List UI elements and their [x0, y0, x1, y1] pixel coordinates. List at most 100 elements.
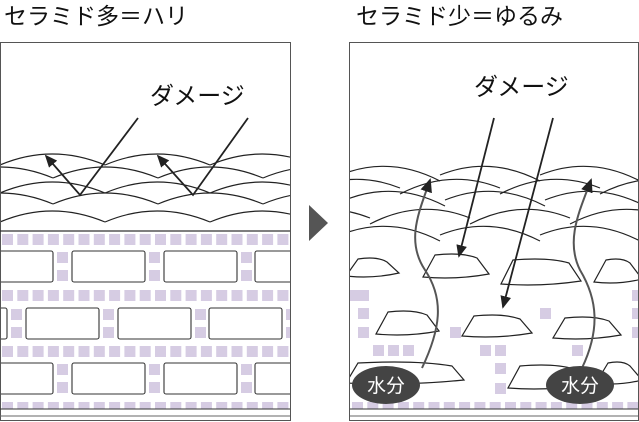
cell [208, 307, 283, 340]
ceramide-square [78, 290, 90, 301]
ceramide-square [124, 290, 136, 301]
ceramide-square [612, 402, 624, 409]
ceramide-square [246, 234, 258, 245]
ceramide-square [216, 402, 228, 409]
scale-arc [439, 165, 541, 182]
cell [1, 307, 8, 340]
ceramide-square [200, 402, 212, 409]
ceramide-square [139, 402, 151, 409]
ceramide-square [155, 234, 166, 245]
ceramide-square [109, 346, 121, 357]
ceramide-square [32, 346, 44, 357]
ceramide-square [155, 402, 166, 409]
ceramide-square [57, 270, 68, 281]
ceramide-square [286, 327, 290, 338]
ceramide-square [47, 402, 59, 409]
ceramide-square [474, 402, 486, 409]
ceramide-square [231, 234, 243, 245]
scale-arc [262, 168, 290, 179]
scale-arc [350, 178, 401, 189]
ceramide-square [403, 345, 414, 356]
ceramide-square [63, 234, 75, 245]
scale-arc [104, 210, 211, 223]
ceramide-square [149, 252, 160, 263]
ceramide-square [581, 402, 593, 409]
ceramide-square [632, 308, 638, 319]
ceramide-square [382, 402, 394, 409]
damage-label-left: ダメージ [150, 82, 245, 110]
ceramide-square [170, 290, 182, 301]
ceramide-square [241, 270, 252, 281]
moisture-escape-lines [414, 178, 596, 369]
ceramide-square [277, 402, 289, 409]
ceramide-square [231, 290, 243, 301]
ceramide-square [32, 402, 44, 409]
scale-arc [209, 210, 290, 223]
ceramide-square [149, 382, 160, 393]
ceramide-square [57, 252, 68, 263]
ceramide-square [17, 346, 29, 357]
ceramide-square [358, 308, 369, 319]
ceramide-square [17, 402, 29, 409]
ceramide-square [200, 346, 212, 357]
ceramide-square [124, 234, 136, 245]
cell [1, 250, 54, 283]
ceramide-square [495, 345, 506, 356]
scale-arc [539, 165, 638, 181]
ceramide-square [216, 290, 228, 301]
scale-arc [544, 190, 638, 204]
ceramide-square [459, 402, 471, 409]
ceramide-square [246, 402, 258, 409]
deformed-cell [375, 310, 441, 336]
ceramide-square [231, 402, 243, 409]
ceramide-square [185, 234, 197, 245]
scale-arc [444, 190, 546, 207]
left-panel-healthy-skin: ダメージ [0, 42, 291, 421]
ceramide-square [489, 402, 501, 409]
ceramide-square [124, 346, 136, 357]
ceramide-square [200, 290, 212, 301]
transition-arrow-icon [309, 205, 328, 241]
ceramide-square [241, 364, 252, 375]
scale-arc [1, 153, 106, 166]
cell [71, 250, 146, 283]
ceramide-square [78, 234, 90, 245]
ceramide-square [277, 290, 289, 301]
scale-arc [209, 181, 290, 194]
ceramide-square [277, 346, 289, 357]
ceramide-square [246, 346, 258, 357]
ceramide-square [286, 309, 290, 320]
ceramide-square [170, 402, 182, 409]
ceramide-square [195, 327, 206, 338]
ceramide-square [350, 290, 361, 301]
ceramide-square [78, 402, 90, 409]
ceramide-square [520, 402, 532, 409]
ceramide-square [277, 234, 289, 245]
ceramide-square [149, 364, 160, 375]
ceramide-square [63, 290, 75, 301]
ceramide-square [505, 402, 516, 409]
ceramide-square [139, 346, 151, 357]
svg-text:水分: 水分 [561, 375, 599, 397]
ceramide-square [103, 309, 114, 320]
cell [25, 307, 100, 340]
ceramide-square [246, 290, 258, 301]
scale-arc [157, 166, 264, 179]
ceramide-square [241, 382, 252, 393]
ceramide-squares-left [2, 234, 290, 409]
ceramide-square [358, 290, 369, 301]
cell [163, 250, 238, 283]
ceramide-square [139, 234, 151, 245]
ceramide-square [535, 402, 547, 409]
cell [163, 362, 238, 395]
ceramide-square [540, 308, 551, 319]
ceramide-square [109, 290, 121, 301]
scale-arc [569, 208, 638, 225]
scale-arc [52, 166, 159, 179]
scale-arc [262, 194, 290, 205]
cell [117, 307, 192, 340]
right-title: セラミド少＝ゆるみ [356, 4, 563, 30]
ceramide-square [550, 402, 562, 409]
ceramide-square [78, 346, 90, 357]
ceramide-square [572, 345, 583, 356]
